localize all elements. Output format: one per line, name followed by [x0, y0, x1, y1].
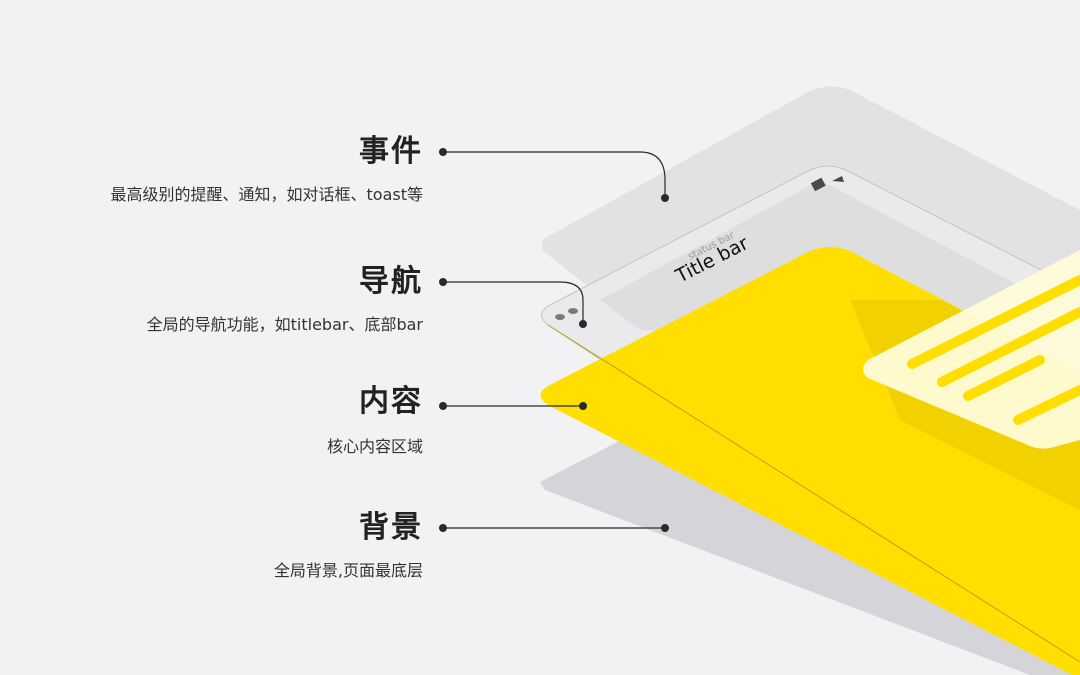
layer-description: 全局背景,页面最底层 [273, 561, 423, 580]
layer-description: 最高级别的提醒、通知，如对话框、toast等 [110, 185, 423, 204]
layer-title: 事件 [359, 134, 423, 169]
status-signal-icon [810, 177, 826, 192]
dialog-card [863, 250, 1080, 449]
layer-title: 背景 [359, 510, 423, 545]
layer-title: 导航 [359, 264, 423, 299]
dialog-line [963, 355, 1045, 401]
layer-label-content: 内容 核心内容区域 [327, 384, 423, 458]
layer-label-navigation: 导航 全局的导航功能，如titlebar、底部bar [147, 264, 423, 336]
layer-label-event: 事件 最高级别的提醒、通知，如对话框、toast等 [111, 134, 423, 206]
layer-label-background: 背景 全局背景,页面最底层 [274, 510, 423, 582]
layer-description: 核心内容区域 [326, 437, 423, 456]
status-battery-icon [832, 176, 844, 182]
connector-content [439, 402, 587, 410]
dialog-line [1013, 385, 1080, 425]
dialog-line [907, 275, 1080, 369]
connector-navigation [439, 278, 587, 328]
connector-background [439, 524, 669, 532]
nav-dot-icon [555, 314, 565, 320]
layer-description: 全局的导航功能，如titlebar、底部bar [146, 315, 423, 334]
frame-edge-line [547, 324, 1080, 663]
connector-event [439, 148, 669, 202]
nav-dot-icon [568, 308, 578, 314]
background-layer-plane [540, 420, 1080, 675]
layer-title: 内容 [359, 384, 423, 419]
dialog-line [937, 307, 1080, 387]
